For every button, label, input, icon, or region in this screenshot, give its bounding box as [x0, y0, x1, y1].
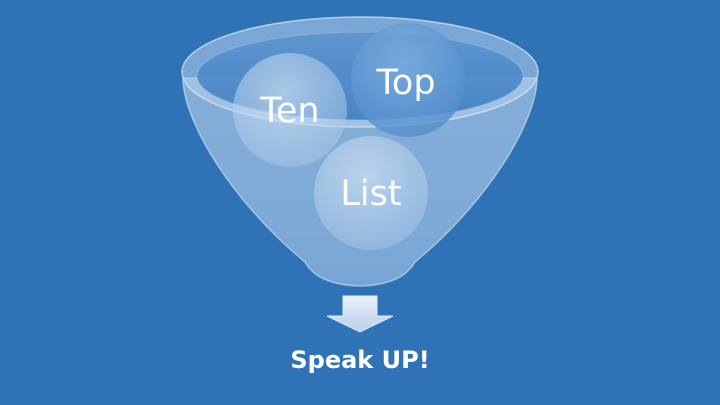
circle-top: [351, 23, 465, 137]
caption-speak-up: Speak UP!: [290, 346, 430, 374]
word-list: List: [340, 174, 401, 214]
down-arrow-icon: [326, 295, 394, 333]
circle-ten: [233, 53, 347, 167]
circle-list: [314, 136, 428, 250]
word-ten: Ten: [259, 91, 319, 131]
word-top: Top: [375, 63, 435, 103]
